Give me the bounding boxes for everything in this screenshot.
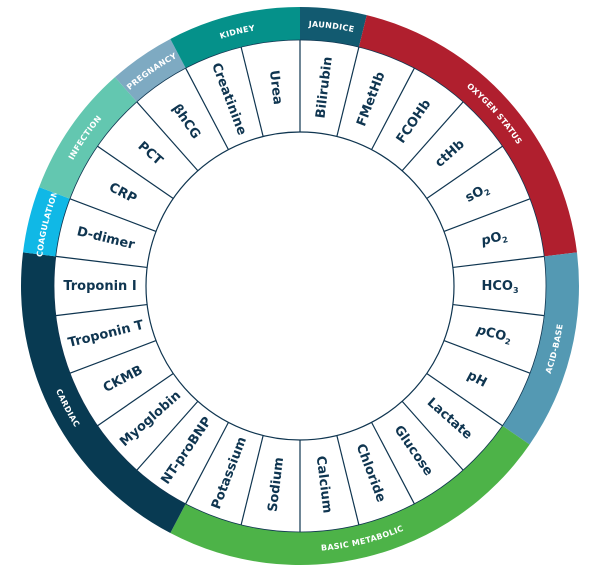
test-segment[interactable]: Troponin I [55,279,148,317]
segment-divider [69,340,157,374]
test-label: Troponin I [63,279,136,294]
test-label: Bilirubin [313,56,335,119]
test-segment[interactable]: pO2 [443,198,531,250]
test-segment[interactable]: HCO3 [452,255,545,295]
test-segment[interactable]: Urea [240,47,285,137]
segment-divider [185,422,229,505]
segment-divider [336,435,360,525]
segment-divider [185,67,229,150]
segment-divider [443,198,531,232]
segment-divider [97,372,174,427]
center-circle [145,131,455,441]
test-label: pO2 [479,228,509,250]
category-band-acid-base[interactable] [502,252,579,445]
segment-divider [55,255,148,269]
segment-divider [55,303,148,317]
test-segment[interactable]: Bilirubin [299,40,335,132]
segment-divider [443,340,531,374]
segment-divider [240,435,264,525]
test-label: Sodium [265,456,287,512]
segment-divider [426,145,503,200]
segment-divider [371,422,415,505]
test-label: Urea [266,69,285,105]
segment-divider [240,47,264,137]
test-segment[interactable]: pCO2 [452,303,545,347]
test-label: pCO2 [474,322,513,346]
category-band-oxygen-status[interactable] [358,15,577,257]
segment-divider [136,101,199,172]
category-band-pregnancy[interactable] [114,38,186,102]
segment-divider [401,101,464,172]
segment-divider [426,372,503,427]
test-label: Calcium [313,455,335,514]
segment-divider [452,303,545,317]
category-band-kidney[interactable] [170,7,300,69]
segment-divider [371,67,415,150]
category-band-infection[interactable] [39,77,137,199]
test-label: HCO3 [481,279,518,295]
segment-divider [97,145,174,200]
segment-divider [136,400,199,471]
segment-divider [336,47,360,137]
category-band-basic-metabolic[interactable] [170,425,530,566]
segment-divider [452,255,545,269]
test-segment[interactable]: Calcium [313,435,360,525]
test-segment[interactable]: Sodium [265,440,301,532]
category-band-jaundice[interactable] [300,7,367,48]
segment-divider [69,198,157,232]
category-band-cardiac[interactable] [20,252,186,534]
segment-divider [401,400,464,471]
